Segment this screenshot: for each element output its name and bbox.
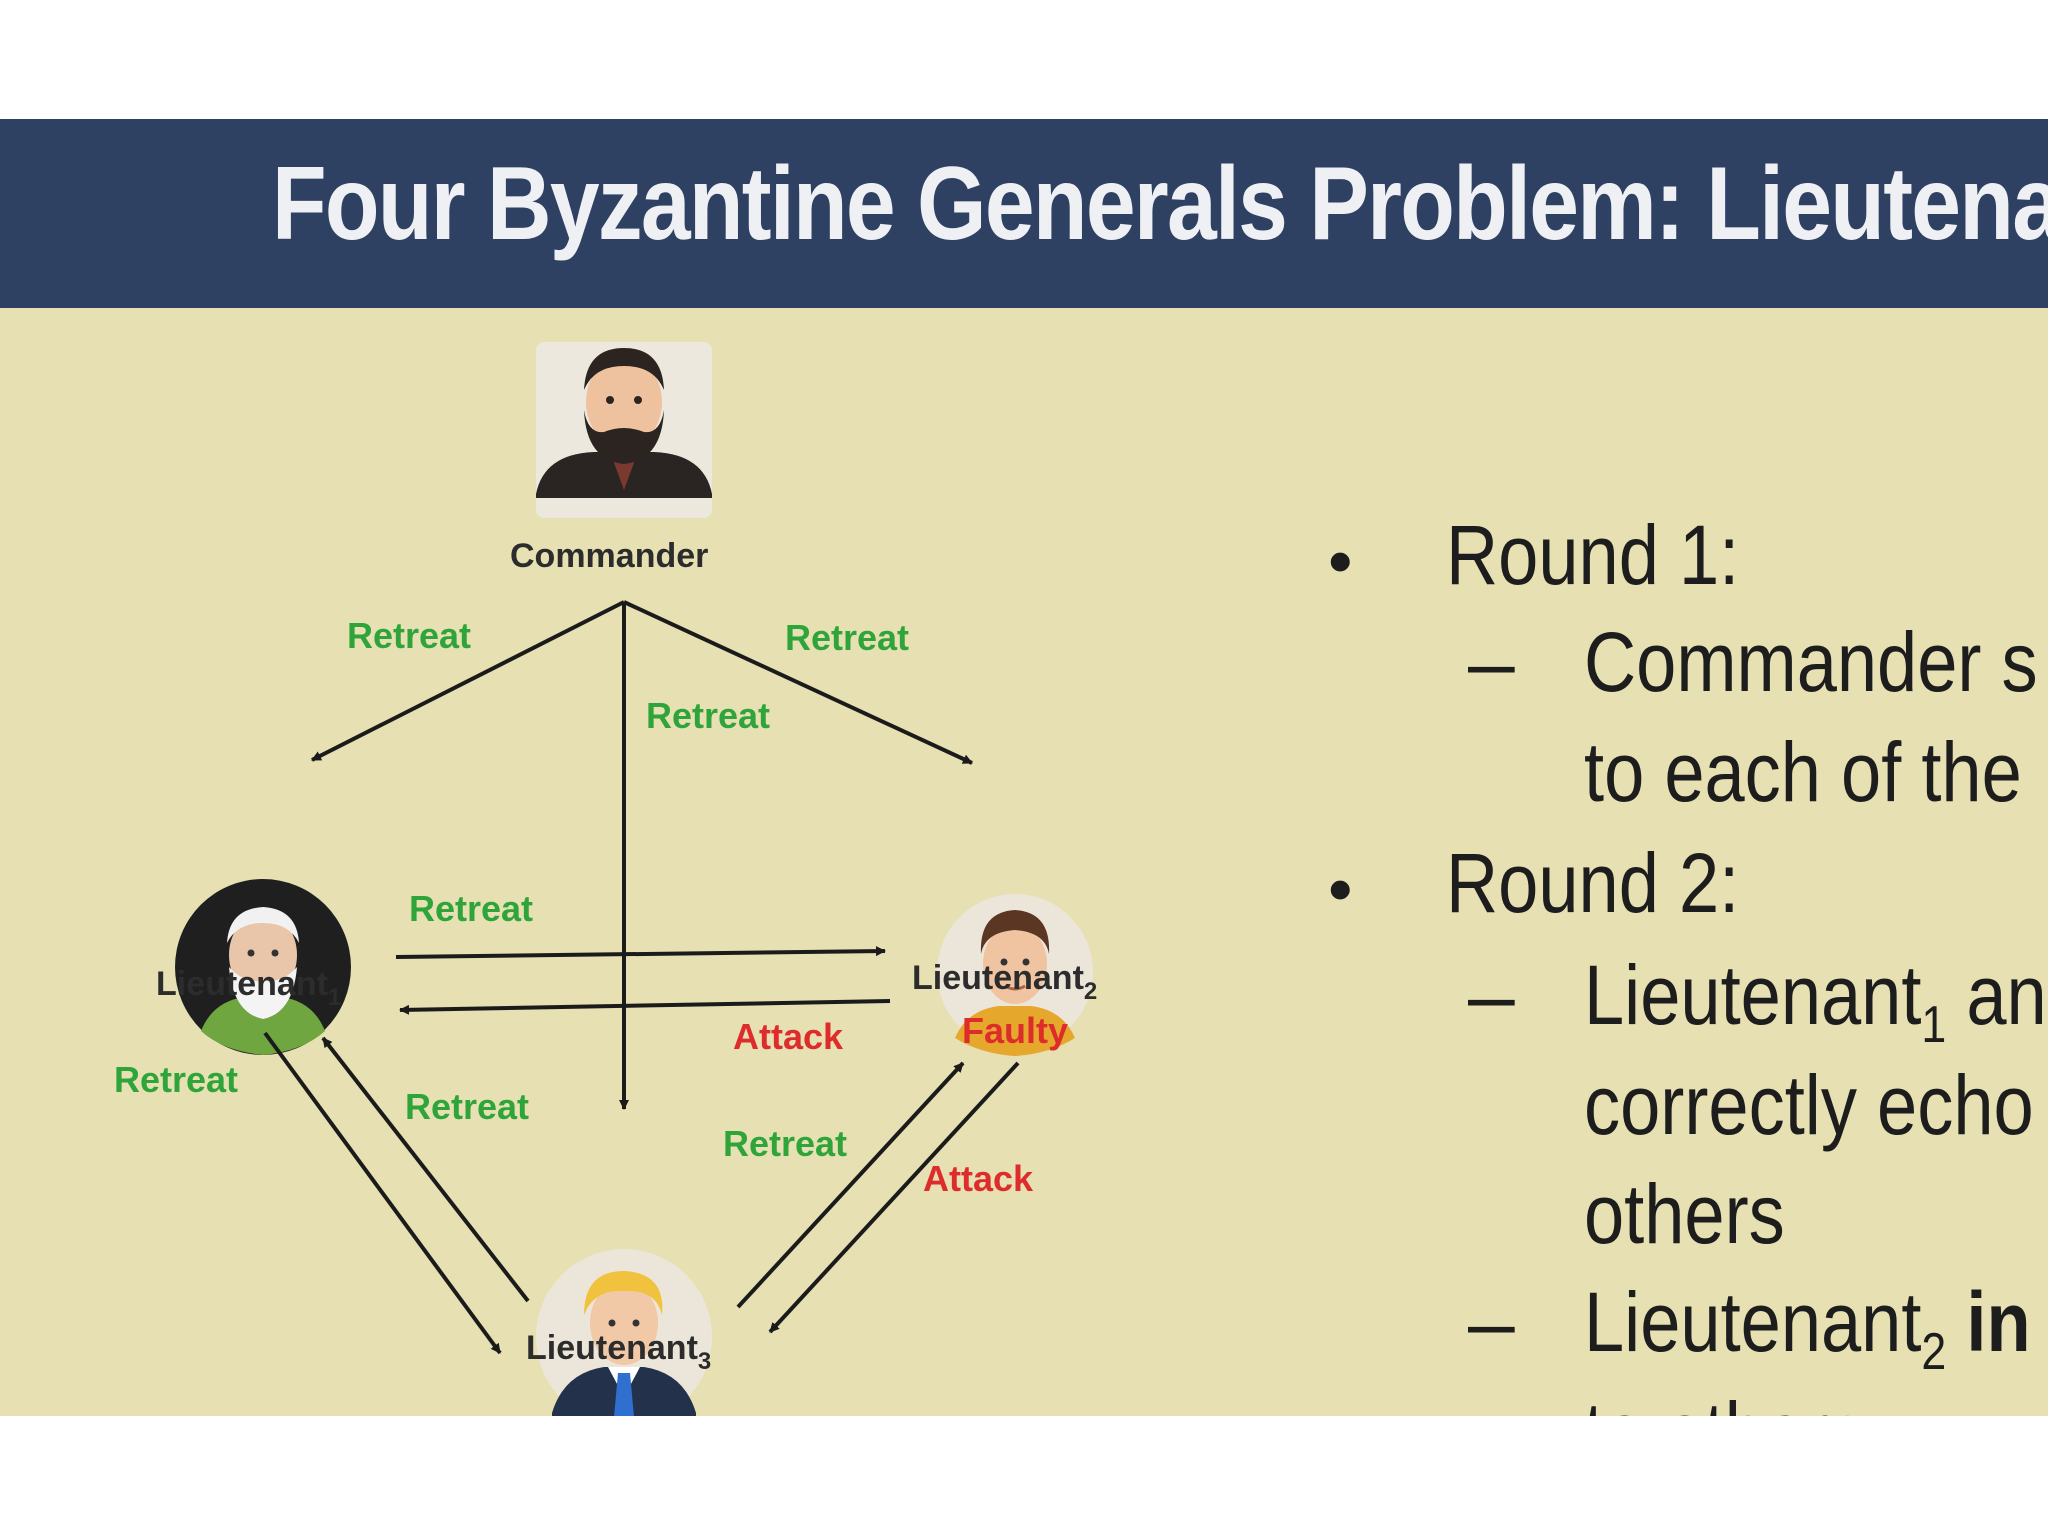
bullet-round2-detail2-space [1946,1275,1966,1369]
lieutenant2-name: Lieutenant [912,959,1084,997]
title-bar: Four Byzantine Generals Problem: Lieuten… [0,119,2048,308]
commander-label: Commander [510,537,708,575]
msg-commander-to-l1: Retreat [347,615,471,656]
bullet-round2-detail1-line3: others [1584,1167,1785,1261]
msg-l3-to-l1: Retreat [405,1086,529,1127]
faulty-label: Faulty [962,1010,1068,1051]
arrow-l3-to-l2 [736,1061,965,1309]
bullet-round1-marker: • [1328,522,1353,600]
bullet-round2-detail1-marker: – [1468,948,1515,1042]
lieutenant3-name: Lieutenant [526,1329,698,1367]
bullet-round2-detail2-strong: in [1966,1275,2031,1369]
slide: Four Byzantine Generals Problem: Lieuten… [0,119,2048,1416]
lieutenant1-label: Lieutenant1 [156,965,341,1011]
bullet-round1-detail-line2: to each of the [1584,725,2022,819]
bullet-round2-marker: • [1328,850,1353,928]
bullet-round2-detail2-line2: to others [1584,1384,1865,1416]
young-man-icon [937,894,1093,1056]
bullet-round2-detail1-word: Lieutenant [1584,948,1922,1042]
arrow-l1-to-l3 [263,1031,502,1355]
bullet-round1: Round 1: [1446,508,1740,602]
old-man-icon [175,879,351,1055]
bullet-round2: Round 2: [1446,836,1740,930]
businessman-icon [536,1249,712,1416]
generals-diagram: Commander Lieutenant1 Lieutenant2 Faulty… [114,342,1097,1416]
arrow-commander-to-l2 [623,600,973,765]
lieutenant1-name: Lieutenant [156,965,328,1003]
bullet-round1-detail-marker: – [1468,615,1515,709]
msg-l2-to-l1: Attack [733,1016,844,1057]
bullet-round2-detail1-line1: Lieutenant1 an [1584,947,2047,1055]
arrow-l1-to-l2 [395,946,886,959]
lieutenant3-label: Lieutenant3 [526,1329,711,1375]
bullet-round2-detail1-subscript: 1 [1921,996,1947,1054]
bullet-round2-detail2-word: Lieutenant [1584,1275,1922,1369]
bullet-round2-detail2-marker: – [1468,1275,1515,1369]
bullet-round2-detail1-rest: an [1946,948,2047,1042]
msg-l1-to-l3: Retreat [114,1059,238,1100]
bullet-round2-detail2-line1: Lieutenant2 in [1584,1274,2031,1382]
msg-l2-to-l3: Attack [923,1158,1034,1199]
msg-l1-to-l2: Retreat [409,888,533,929]
slide-title: Four Byzantine Generals Problem: Lieuten… [272,146,2048,262]
arrow-commander-to-l1 [311,600,625,762]
lieutenant1-subscript: 1 [328,984,341,1011]
bullet-round1-detail-line1: Commander s [1584,615,2038,709]
msg-commander-to-l3: Retreat [646,695,770,736]
bullet-round2-detail2-subscript: 2 [1921,1323,1947,1381]
arrow-l3-to-l1 [321,1036,530,1303]
bearded-man-icon [536,342,712,518]
arrow-l2-to-l1 [399,999,891,1015]
msg-commander-to-l2: Retreat [785,617,909,658]
bullet-round2-detail1-line2: correctly echo [1584,1058,2034,1152]
arrow-l2-to-l3 [768,1061,1020,1334]
lieutenant2-subscript: 2 [1084,978,1097,1005]
msg-l3-to-l2: Retreat [723,1123,847,1164]
lieutenant2-label: Lieutenant2 [912,959,1097,1005]
lieutenant3-subscript: 3 [698,1348,711,1375]
